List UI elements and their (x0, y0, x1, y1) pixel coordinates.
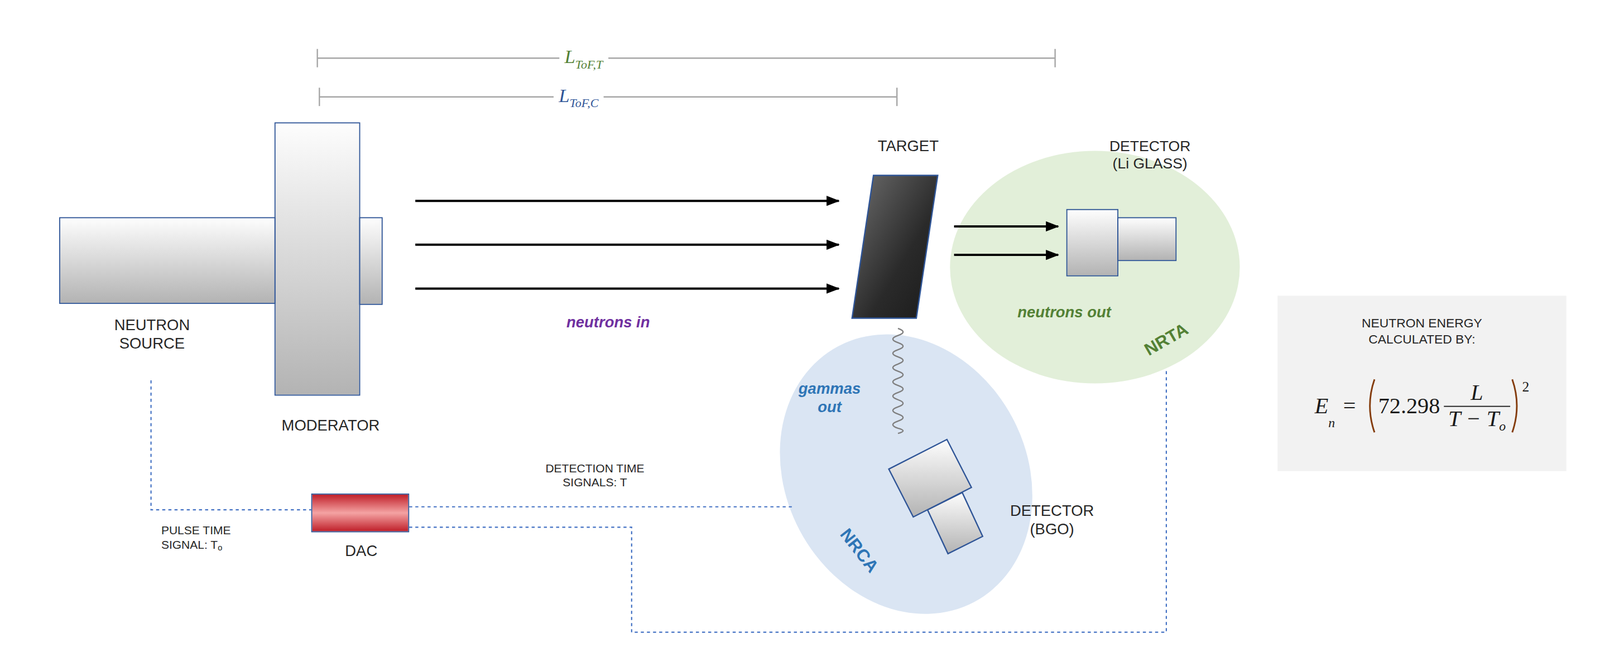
ellipse-fill (731, 290, 1081, 660)
text-holder: MODERATOR (281, 416, 381, 435)
formula-subscript: n (1328, 415, 1335, 431)
moderator-box: MODERATOR (274, 122, 361, 396)
text-holder: NEUTRON ENERGY CALCULATED BY: (1340, 316, 1505, 349)
moderator-stub (359, 217, 383, 305)
li-glass-detector: DETECTOR (Li GLASS) (1066, 209, 1177, 277)
beam-arrow (954, 253, 1059, 257)
ellipse-fill (949, 151, 1240, 384)
formula-symbol: L (1470, 380, 1483, 406)
beam-label: gammas out (798, 379, 861, 416)
dimension-bracket (317, 49, 1056, 107)
formula-caption: NEUTRON ENERGY CALCULATED BY: (1361, 316, 1483, 347)
paren-stroke (1511, 379, 1517, 433)
node-label: DAC (344, 541, 378, 560)
region-label: NRCA (835, 525, 883, 577)
signal-subscript: o (217, 543, 223, 553)
dac-box: DAC (311, 493, 410, 533)
bgo-detector: DETECTOR (BGO) (889, 439, 983, 557)
source-box: NEUTRON SOURCE (59, 217, 276, 304)
dimension-label: L (558, 84, 570, 107)
beam-arrow (415, 199, 839, 203)
text-holder: neutrons out (1017, 303, 1112, 322)
formula-fraction: LT − To (1444, 381, 1511, 432)
detector-head (1066, 209, 1119, 277)
dimension-label: L (564, 45, 575, 67)
dimension-subscript: ToF,C (569, 95, 599, 111)
beam-arrow (954, 225, 1059, 228)
node-label: NEUTRON SOURCE (114, 316, 191, 353)
nrta-region: NRTA DETECTOR (Li GLASS) (948, 150, 1242, 386)
nrca-region: NRCADETECTOR (BGO) (771, 332, 1047, 614)
formula-box: NEUTRON ENERGY CALCULATED BY:En=72.298LT… (1277, 295, 1566, 472)
text-holder: DETECTOR (BGO) (1010, 502, 1094, 540)
text-holder: DETECTOR (Li GLASS) (1103, 137, 1196, 174)
target-block: TARGET (852, 175, 939, 319)
text-holder: En=72.298LT − To2 (1277, 377, 1566, 435)
beam-arrow (415, 287, 839, 290)
detector-tube (1117, 217, 1177, 262)
node-label: DETECTOR (BGO) (1010, 502, 1094, 538)
formula-paren (1509, 377, 1522, 435)
text-holder: PULSE TIME SIGNAL: To (161, 524, 276, 553)
text-holder: DAC (344, 541, 378, 561)
text-holder: neutrons in (566, 313, 650, 332)
signal-label: DETECTION TIME SIGNALS: T (545, 462, 645, 489)
formula-paren (1363, 377, 1377, 435)
beam-label: neutrons in (566, 313, 650, 331)
text-holder: NRCA (837, 525, 882, 576)
region-label: NRTA (1141, 319, 1192, 360)
fraction-bottom: T − To (1444, 406, 1511, 432)
node-label: DETECTOR (Li GLASS) (1109, 137, 1191, 172)
node-label: TARGET (877, 136, 939, 155)
text-holder: TARGET (877, 136, 939, 156)
dimension-subscript: ToF,T (575, 56, 603, 72)
formula-symbol: T − T (1448, 405, 1499, 432)
formula-exponent: 2 (1521, 379, 1530, 396)
paren-stroke (1369, 379, 1374, 433)
text-holder: LToF,C (553, 85, 604, 106)
text-holder: NEUTRON SOURCE (114, 316, 191, 354)
text-holder: DETECTION TIME SIGNALS: T (518, 462, 672, 490)
text-holder: LToF,T (559, 46, 608, 67)
detector-head (889, 439, 972, 518)
signal-wire (151, 380, 312, 511)
fraction-top: L (1466, 381, 1488, 406)
beam-label: neutrons out (1017, 303, 1112, 321)
formula-subscript: o (1498, 417, 1506, 434)
beam-arrow (415, 243, 839, 247)
formula-equals: = (1343, 394, 1357, 419)
formula-number: 72.298 (1378, 394, 1441, 419)
target-outline (852, 175, 939, 319)
text-holder: NRTA (1141, 320, 1191, 359)
signal-wire (409, 506, 794, 508)
formula-symbol: E (1314, 394, 1329, 419)
text-holder: gammas out (798, 379, 861, 417)
target-shape (852, 175, 939, 319)
node-label: MODERATOR (281, 416, 381, 434)
bgo-shape (889, 439, 983, 557)
